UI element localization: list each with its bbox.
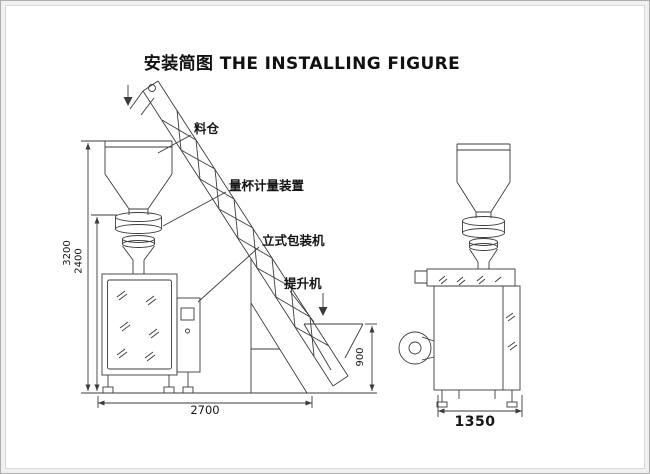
side-discharge-tube (477, 262, 490, 269)
leader-hopper (157, 134, 192, 154)
control-knob (185, 328, 190, 334)
vibration-mark (476, 275, 486, 285)
machine-foot (182, 386, 194, 394)
dim-machine-height: 2400 (74, 248, 85, 273)
vibration-mark (438, 275, 448, 285)
door-shine-mark (144, 351, 156, 362)
door-shine-mark (145, 295, 157, 306)
leader-elevator (289, 290, 315, 323)
elevator-support-legs (250, 259, 308, 394)
side-shine-mark (507, 341, 518, 351)
vibration-mark (494, 276, 502, 283)
film-roll-outer (398, 331, 432, 365)
page-title: 安装简图 THE INSTALLING FIGURE (143, 54, 461, 74)
measuring-cup-small-disc-bottom (122, 240, 155, 248)
film-roll-core (408, 341, 422, 355)
label-hopper: 料仓 (194, 121, 220, 136)
hopper-neck (128, 208, 149, 215)
side-measuring-small-disc-bottom (469, 243, 498, 251)
diagram-text: 3200 2400 2700 900 1350 料仓 量杯计量装置 立式包装机 … (62, 121, 495, 430)
dim-floor-span: 2700 (190, 403, 219, 417)
machine-foot (163, 386, 175, 394)
label-measuring-device: 量杯计量装置 (229, 178, 305, 193)
door-shine-mark (116, 290, 128, 301)
side-measuring-disc-top (462, 216, 505, 226)
label-packing-machine: 立式包装机 (262, 233, 325, 248)
side-measuring-disc-bottom (462, 228, 505, 238)
measuring-cup-disc-bottom (115, 224, 162, 234)
machine-body (101, 273, 178, 376)
machine-door (107, 279, 172, 370)
door-shine-mark (116, 348, 128, 359)
side-shine-mark (505, 312, 516, 322)
elevator-conveyor (129, 80, 364, 394)
side-machine-body (433, 285, 521, 391)
dim-side-width: 1350 (455, 414, 496, 430)
leader-packing-machine (197, 246, 260, 303)
dim-overall-height: 3200 (62, 240, 73, 265)
side-discharge-cone (469, 248, 498, 263)
side-machine-foot (436, 401, 448, 408)
door-shine-mark (148, 328, 160, 339)
measuring-cup-cylinder (115, 217, 162, 229)
hopper-funnel (104, 173, 173, 210)
discharge-tube (132, 260, 145, 274)
side-hopper (456, 143, 511, 218)
vibration-mark (456, 276, 466, 286)
machine-legs (107, 372, 189, 387)
discharge-cone (122, 245, 155, 261)
side-vibrating-tray (414, 270, 427, 284)
elevator-cross-bracing (176, 109, 330, 347)
elevator-cross-bracing (161, 119, 315, 357)
measuring-cup-disc-top (115, 212, 162, 222)
dimension-lines (81, 140, 523, 417)
leader-measuring-device (162, 191, 227, 227)
door-shine-mark (119, 321, 131, 332)
elevator-inlet-hopper (303, 323, 364, 371)
control-screen (180, 307, 195, 321)
machine-foot (102, 386, 114, 394)
elevator-head-pulley (148, 84, 156, 92)
side-top-section (426, 268, 516, 287)
elevator-discharge-spout (129, 90, 155, 116)
side-machine-legs (441, 390, 513, 402)
label-elevator: 提升机 (284, 276, 322, 291)
side-measuring-cylinder (462, 221, 505, 233)
front-view-machine (101, 85, 201, 394)
side-view-machine (398, 143, 521, 408)
film-roll-bracket (421, 336, 435, 361)
hopper-walls (104, 141, 173, 174)
control-box (176, 297, 201, 373)
side-machine-foot (506, 401, 518, 408)
dim-inlet-height: 900 (355, 347, 366, 366)
label-leader-lines (157, 134, 315, 323)
